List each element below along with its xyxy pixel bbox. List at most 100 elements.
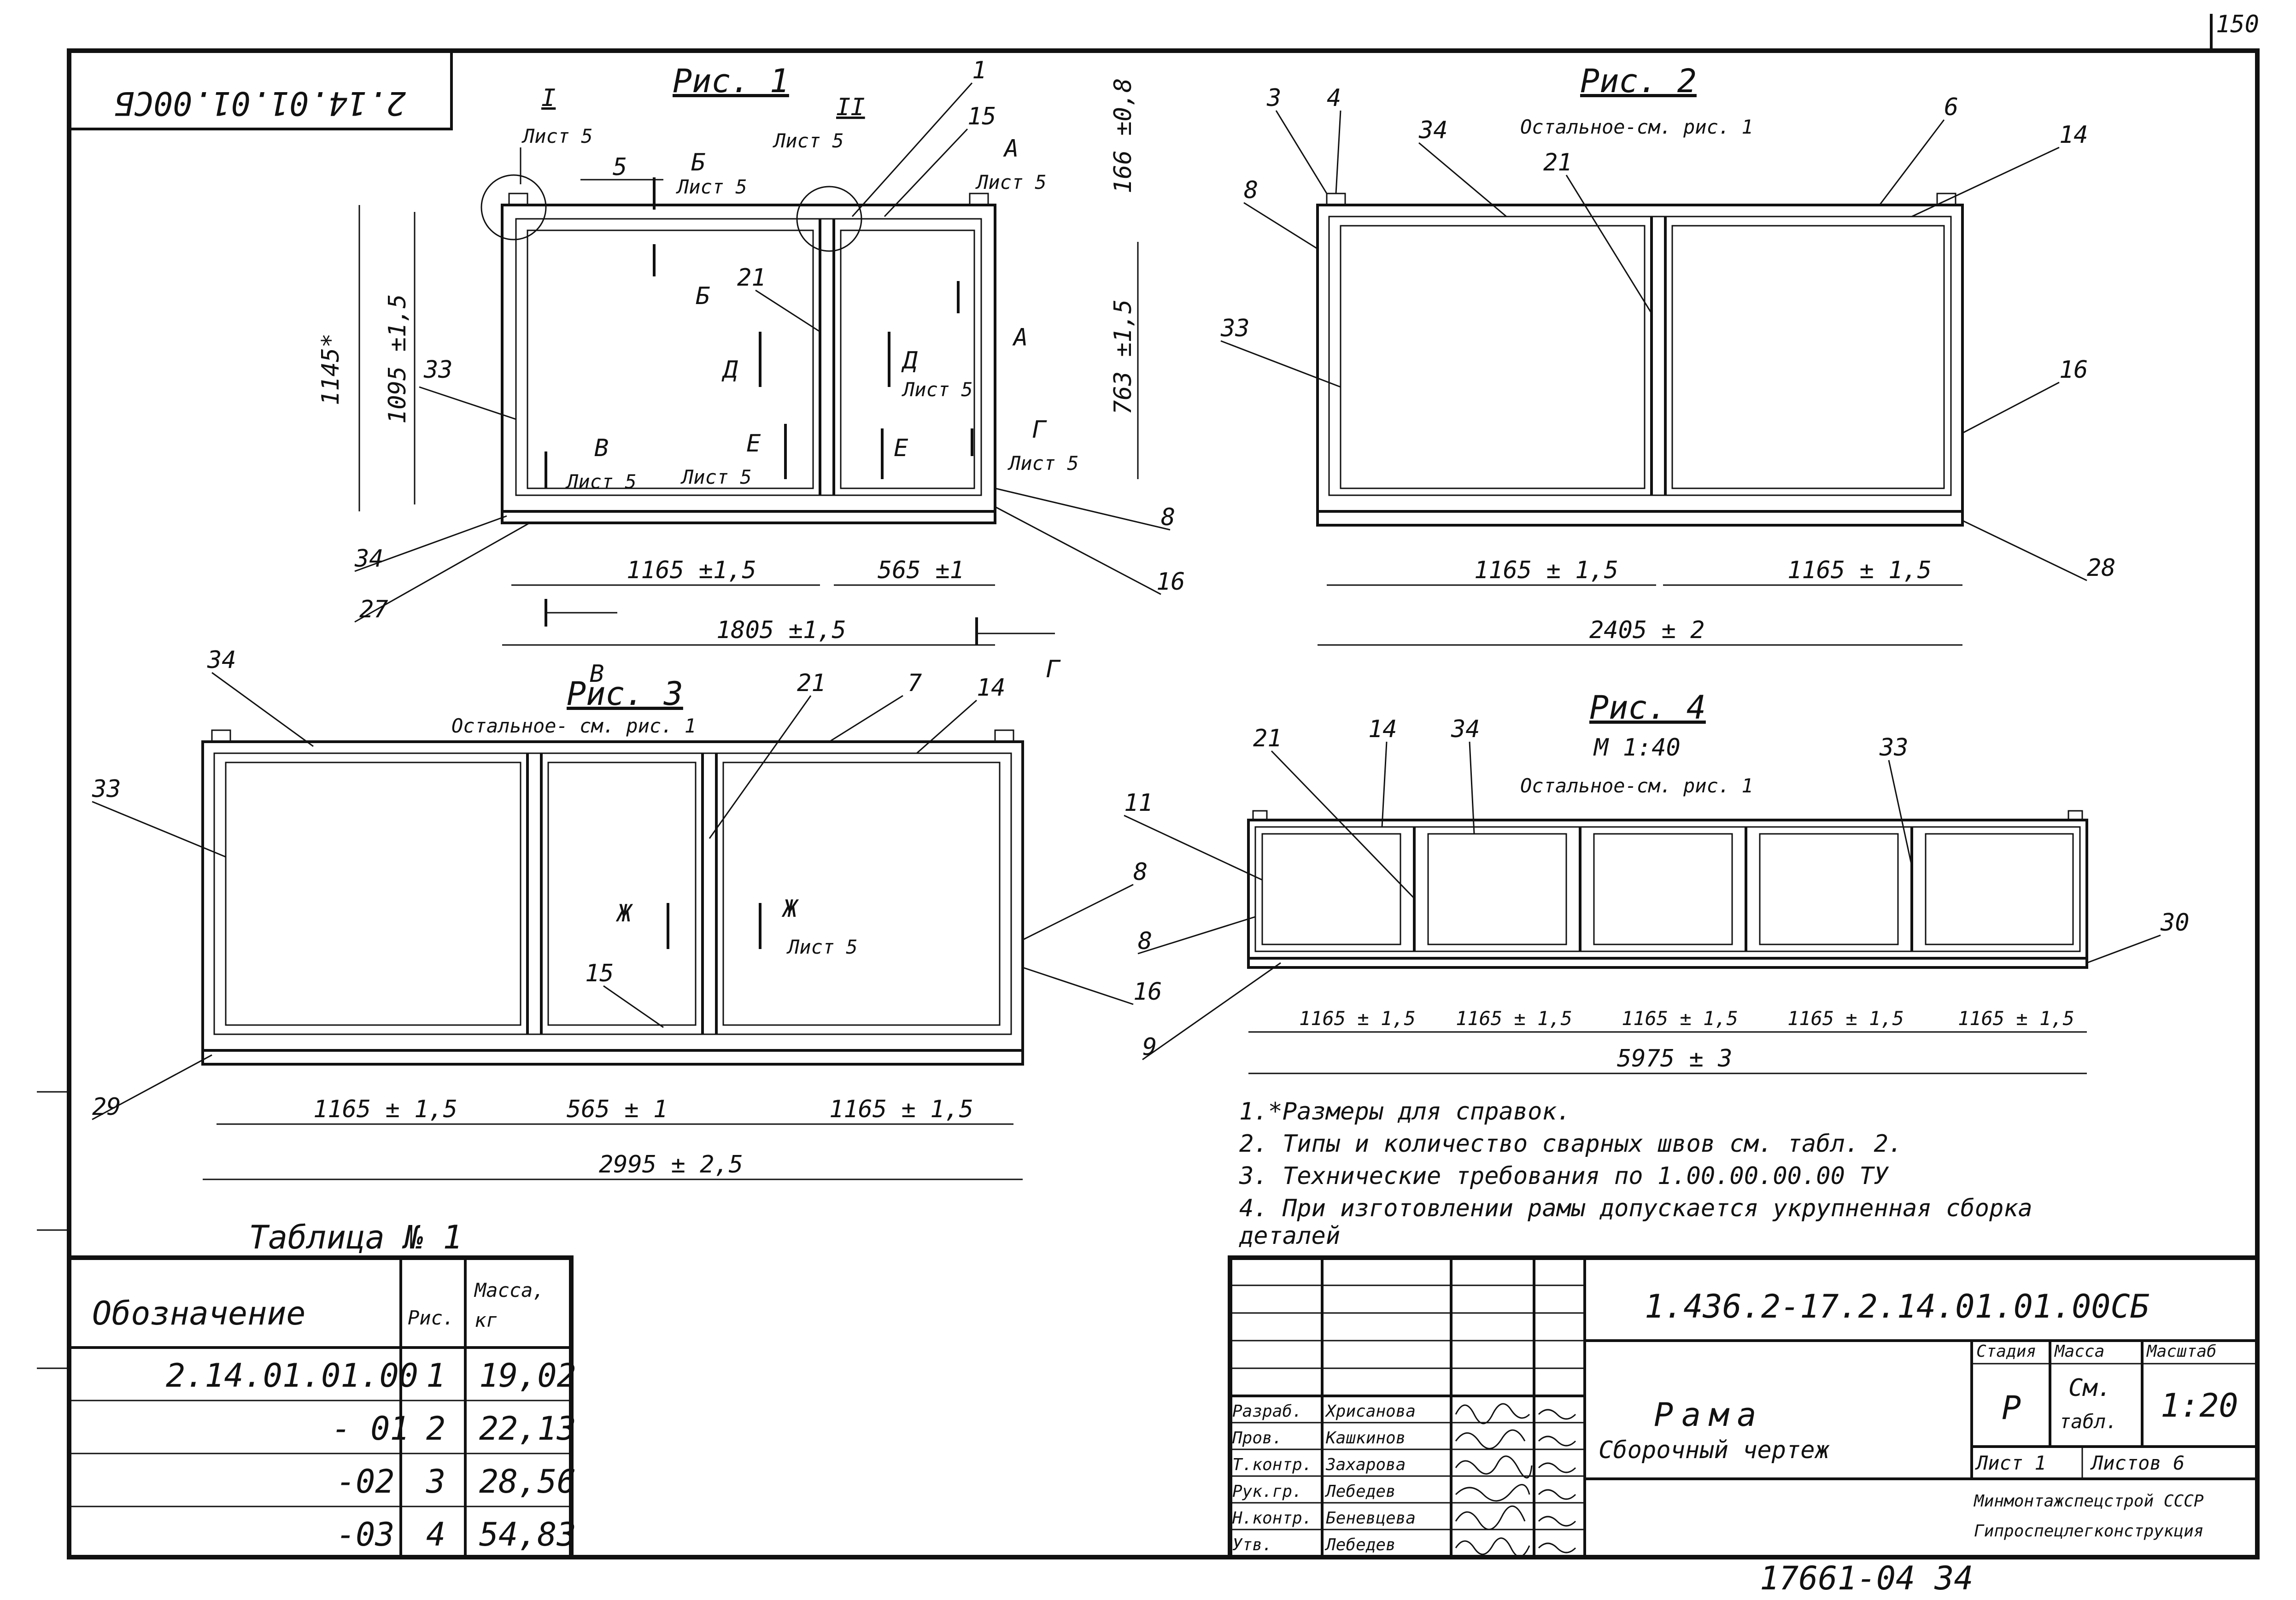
fig3-callout-8: 8 (1133, 858, 1148, 886)
title-stage-header: Стадия (1976, 1342, 2036, 1361)
fig1-dim-h3: 763 ±1,5 (1109, 299, 1137, 415)
role-6: Утв. (1232, 1536, 1272, 1554)
fig3-section-Zh-sheet: Лист 5 (786, 936, 858, 958)
fig3-callout-33: 33 (92, 775, 121, 803)
title-mass-2: табл. (2059, 1410, 2117, 1433)
fig3-note: Остальное- см. рис. 1 (451, 715, 696, 737)
role-5-name: Беневцева (1326, 1509, 1416, 1528)
fig2-note: Остальное-см. рис. 1 (1520, 116, 1753, 138)
fig4-note: Остальное-см. рис. 1 (1520, 774, 1753, 797)
role-1: Разраб. (1232, 1402, 1302, 1421)
fig3-frame-outer (201, 740, 1024, 1052)
fig1-section-A-sheet: Лист 5 (975, 171, 1047, 193)
fig3-pane-3 (722, 762, 1001, 1026)
fig1-callout-34: 34 (354, 545, 384, 573)
title-block: 1.436.2-17.2.14.01.01.00СБ Рама Сборочны… (1228, 1255, 2260, 1559)
role-5: Н.контр. (1232, 1509, 1312, 1528)
note-1: 1.*Размеры для справок. (1239, 1098, 1571, 1125)
fig4-callout-34: 34 (1451, 715, 1480, 743)
fig1-callout-27: 27 (359, 596, 388, 623)
fig1-section-G-sheet: Лист 5 (1007, 452, 1079, 475)
fig1-callout-15: 15 (967, 103, 996, 130)
fig1-section-D-sheet: Лист 5 (902, 378, 973, 401)
title-scale-header: Масштаб (2146, 1342, 2217, 1361)
fig2-frame-inner (1328, 216, 1952, 496)
figure-2: Рис. 2 Остальное-см. рис. 1 1165 ± 1,5 1… (1220, 62, 2116, 646)
top-stamp-box (68, 49, 453, 130)
fig3-dim-2: 565 ± 1 (567, 1096, 668, 1123)
title-sheet: Лист 1 (1975, 1452, 2046, 1474)
table1-row4-fig: 4 (426, 1516, 445, 1553)
top-stamp-code: 2.14.01.01.00СБ (115, 84, 406, 122)
fig4-callout-21: 21 (1253, 725, 1282, 752)
fig1-dim-h1: 1145* (317, 333, 345, 405)
fig1-callout-33: 33 (423, 356, 453, 384)
fig1-section-A-bottom: А (1012, 324, 1028, 352)
fig1-callout-1: 1 (972, 57, 986, 84)
fig1-callout-16: 16 (1156, 568, 1185, 596)
fig3-section-Zh-right: Ж (781, 895, 799, 923)
fig4-dim-total: 5975 ± 3 (1617, 1045, 1732, 1073)
fig1-dim-2: 565 ±1 (878, 557, 964, 584)
fig1-pane-right (840, 229, 975, 489)
fig1-frame-inner (515, 218, 982, 496)
role-2: Пров. (1232, 1429, 1282, 1448)
fig1-pane-left (527, 229, 814, 489)
table1-row2-code: - 01 (332, 1410, 410, 1448)
fig1-section-B-bottom: Б (696, 282, 710, 310)
page-corner-number: 150 (2216, 11, 2259, 38)
title-sheets: Листов 6 (2090, 1452, 2185, 1474)
fig4-scale: М 1:40 (1593, 734, 1681, 762)
fig4-dim-3: 1165 ± 1,5 (1622, 1007, 1738, 1030)
title-name-2: Сборочный чертеж (1599, 1436, 1830, 1464)
fig3-callout-15: 15 (585, 960, 614, 987)
fig4-dim-2: 1165 ± 1,5 (1456, 1007, 1572, 1030)
fig2-dim-1: 1165 ± 1,5 (1474, 557, 1618, 584)
fig1-bottom-rail (501, 510, 996, 524)
fig4-frame-inner (1254, 826, 2081, 952)
fig1-dim-h4: 166 ±0,8 (1109, 78, 1137, 193)
table1-row1-code: 2.14.01.01.00 (166, 1357, 418, 1395)
fig2-pane-right (1671, 225, 1945, 489)
fig2-callout-33: 33 (1220, 315, 1250, 342)
fig3-dim-1: 1165 ± 1,5 (313, 1096, 457, 1123)
note-4-cont: деталей (1239, 1222, 1340, 1250)
figure-3: Рис. 3 Остальное- см. рис. 1 Ж Ж Лист 5 … (92, 646, 1162, 1180)
fig4-dim-1: 1165 ± 1,5 (1299, 1007, 1416, 1030)
table1-row2-mass: 22,13 (479, 1410, 576, 1448)
fig1-section-V-sheet: Лист 5 (565, 470, 637, 493)
fig1-section-E-sheet: Лист 5 (680, 466, 752, 488)
note-2: 2. Типы и количество сварных швов см. та… (1239, 1130, 1903, 1158)
fig1-detail-I: I (541, 84, 556, 112)
fig2-pane-left (1340, 225, 1646, 489)
note-4: 4. При изготовлении рамы допускается укр… (1239, 1195, 2032, 1222)
fig3-callout-21: 21 (797, 669, 826, 697)
title-org-1: Минмонтажспецстрой СССР (1973, 1492, 2204, 1511)
role-2-name: Кашкинов (1325, 1429, 1406, 1448)
fig1-dim-total: 1805 ±1,5 (716, 616, 846, 644)
fig1-section-D-right: Д (901, 347, 918, 375)
fig4-callout-30: 30 (2160, 909, 2190, 937)
fig2-bottom-rail (1316, 510, 1964, 527)
fig3-section-Zh-left: Ж (615, 900, 633, 927)
fig1-detail-I-sheet: Лист 5 (521, 125, 593, 147)
fig2-callout-3: 3 (1266, 84, 1281, 112)
fig1-section-B-top: Б (691, 149, 705, 176)
fig1-section-G-bottom: Г (1046, 656, 1061, 683)
fig1-section-A-top: А (1003, 135, 1019, 163)
sheet-frame (67, 48, 2260, 1559)
fig1-section-E-right: Е (894, 434, 908, 462)
fig3-callout-16: 16 (1133, 978, 1162, 1006)
fig4-frame-outer (1247, 819, 2088, 960)
fig2-callout-34: 34 (1418, 117, 1448, 144)
fig1-section-V-bottom: В (590, 660, 604, 688)
title-scale: 1:20 (2161, 1387, 2238, 1424)
fig2-dim-total: 2405 ± 2 (1589, 616, 1704, 644)
table1-row3-code: -02 (336, 1463, 394, 1500)
role-6-name: Лебедев (1324, 1536, 1396, 1554)
fig1-dim-h2: 1095 ±1,5 (384, 294, 411, 424)
fig3-bottom-rail (201, 1049, 1024, 1066)
fig3-pane-1 (225, 762, 521, 1026)
fig3-pane-2 (547, 762, 697, 1026)
role-4-name: Лебедев (1324, 1482, 1396, 1501)
